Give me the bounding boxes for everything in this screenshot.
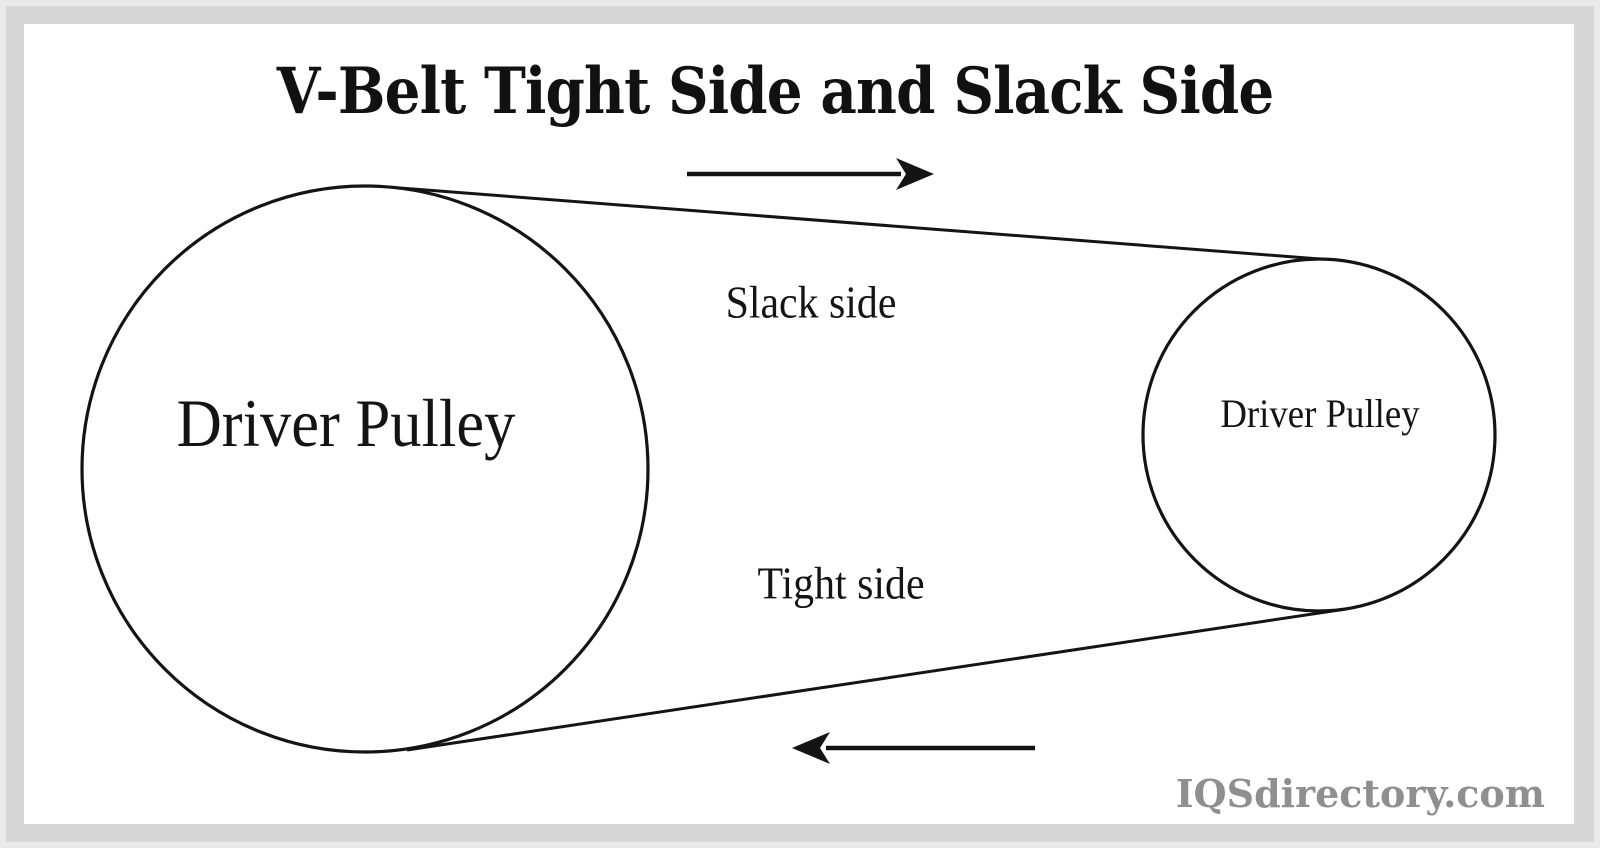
driver-pulley-circle-small bbox=[1141, 257, 1497, 613]
tight-side-label: Tight side bbox=[757, 558, 925, 609]
diagram-title: V-Belt Tight Side and Slack Side bbox=[276, 54, 1274, 129]
driver-pulley-label-small: Driver Pulley bbox=[1220, 391, 1420, 436]
driver-pulley-circle-large bbox=[80, 184, 650, 754]
tight-side-belt-line bbox=[406, 607, 1347, 752]
driver-pulley-label-large: Driver Pulley bbox=[176, 385, 516, 461]
tight-side-direction-arrow bbox=[792, 732, 1035, 764]
slack-side-label: Slack side bbox=[725, 277, 897, 328]
slack-side-belt-line bbox=[386, 185, 1334, 262]
slack-side-direction-arrow bbox=[687, 158, 934, 190]
watermark-text: IQSdirectory.com bbox=[1175, 771, 1545, 816]
